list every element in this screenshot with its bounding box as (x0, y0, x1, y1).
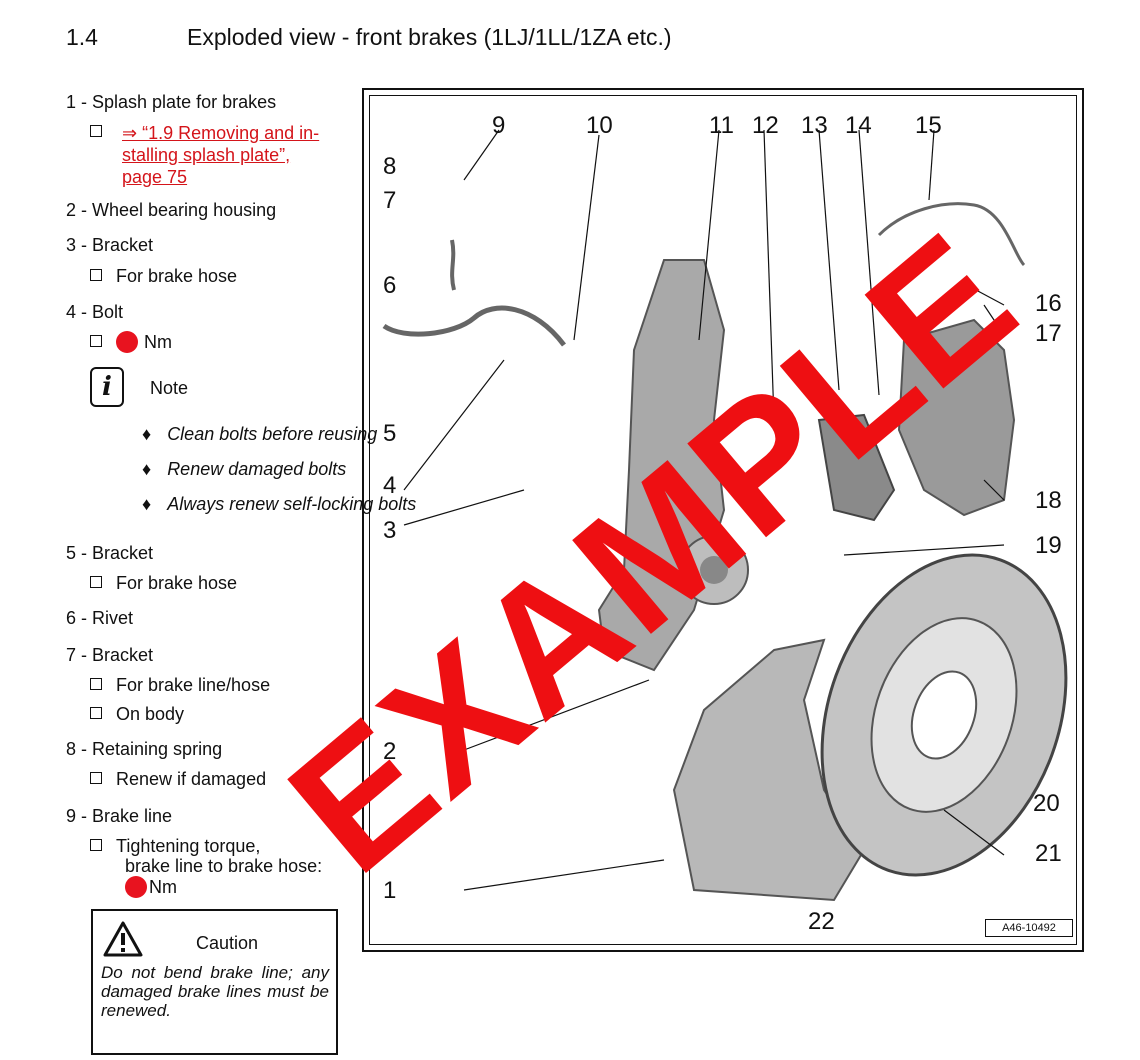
checkbox-icon (90, 335, 102, 347)
callout-5: 5 (383, 420, 397, 447)
caution-box: Caution Do not bend brake line; any dama… (91, 909, 338, 1055)
checkbox-icon (90, 707, 102, 719)
callout-15: 15 (915, 112, 942, 139)
list-subitem: For brake hose (90, 266, 237, 287)
callout-14: 14 (845, 112, 872, 139)
list-subitem-cont: brake line to brake hose: (125, 856, 323, 876)
callout-10: 10 (586, 112, 613, 139)
exploded-view-figure: 9 10 11 12 13 14 15 8 7 6 5 4 3 2 1 16 1… (362, 88, 1084, 952)
caution-label: Caution (196, 933, 259, 953)
checkbox-icon (90, 772, 102, 784)
list-subitem: For brake line/hose (90, 675, 270, 696)
list-item: 8 - Retaining spring (66, 739, 223, 759)
list-item: 5 - Bracket (66, 543, 154, 563)
note-bullet: ♦Always renew self-locking bolts (142, 494, 417, 514)
list-item: 2 - Wheel bearing housing (66, 200, 277, 220)
note-label: Note (150, 378, 189, 398)
callout-4: 4 (383, 472, 397, 499)
list-subitem: For brake hose (90, 573, 237, 594)
checkbox-icon (90, 839, 102, 851)
callout-22: 22 (808, 908, 835, 935)
callout-16: 16 (1035, 290, 1062, 317)
figure-code: A46-10492 (985, 919, 1073, 937)
note-bullet: ♦Renew damaged bolts (142, 459, 347, 479)
checkbox-icon (90, 576, 102, 588)
torque-dot-icon (116, 331, 138, 353)
callout-11: 11 (709, 112, 734, 139)
wheel-bearing-housing-drawing (597, 259, 726, 672)
callout-8: 8 (383, 153, 397, 180)
section-number: 1.4 (66, 24, 98, 50)
caliper-drawing (897, 318, 1016, 517)
callout-13: 13 (801, 112, 828, 139)
list-item: 3 - Bracket (66, 235, 154, 255)
checkbox-icon (90, 269, 102, 281)
callout-18: 18 (1035, 487, 1062, 514)
splash-plate-link[interactable]: ⇒ “1.9 Removing and in-stalling splash p… (122, 123, 320, 187)
callout-6: 6 (383, 272, 397, 299)
list-item: 7 - Bracket (66, 645, 154, 665)
callout-3: 3 (383, 517, 397, 544)
callout-19: 19 (1035, 532, 1062, 559)
warning-triangle-icon (103, 921, 143, 957)
info-icon: i (90, 367, 124, 407)
checkbox-icon (90, 678, 102, 690)
checkbox-icon (90, 125, 102, 137)
list-item: 4 - Bolt (66, 302, 124, 322)
caution-text: Do not bend brake line; any damaged brak… (101, 963, 329, 1020)
callout-21: 21 (1035, 840, 1062, 867)
list-subitem: Nm (90, 331, 172, 353)
list-item: 9 - Brake line (66, 806, 173, 826)
callout-17: 17 (1035, 320, 1062, 347)
callout-1: 1 (383, 877, 397, 904)
figure-frame (369, 95, 1077, 945)
list-subitem: Tightening torque, (90, 836, 260, 857)
callout-7: 7 (383, 187, 397, 214)
brake-pads-drawing (817, 413, 896, 522)
callout-12: 12 (752, 112, 779, 139)
callout-9: 9 (492, 112, 506, 139)
torque-dot-icon (125, 876, 147, 898)
list-item: 1 - Splash plate for brakes (66, 92, 277, 112)
brake-illustration (382, 129, 1068, 902)
note-bullet: ♦Clean bolts before reusing (142, 424, 378, 444)
splash-plate-drawing (672, 638, 866, 902)
list-subitem: On body (90, 704, 184, 725)
brake-line-drawing (382, 305, 566, 347)
page-title: Exploded view - front brakes (1LJ/1LL/1Z… (187, 24, 672, 50)
list-subitem-cont: Nm (125, 876, 177, 898)
list-subitem: Renew if damaged (90, 769, 266, 790)
list-subitem: ⇒ “1.9 Removing and in-stalling splash p… (90, 122, 319, 187)
list-item: 6 - Rivet (66, 608, 134, 628)
callout-2: 2 (383, 738, 397, 765)
callout-20: 20 (1033, 790, 1060, 817)
